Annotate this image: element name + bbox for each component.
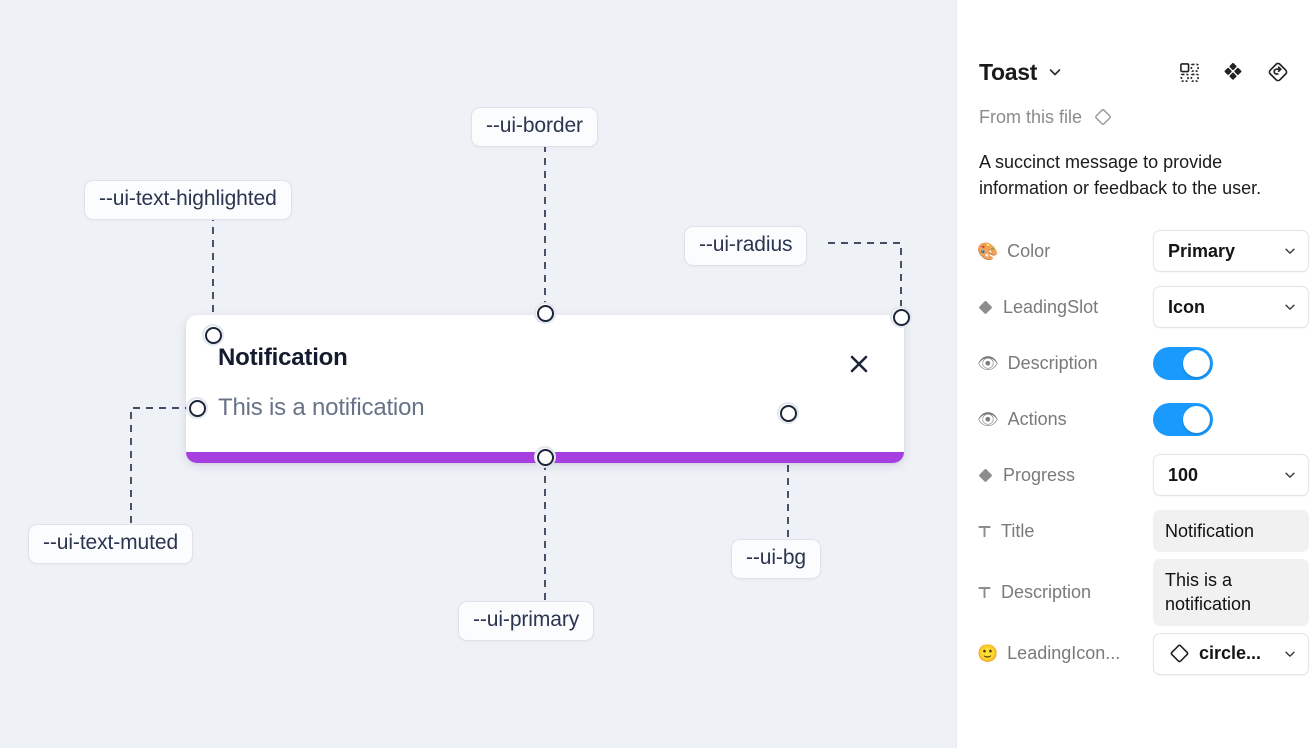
header-icon-group [1179,60,1290,84]
annotation-ui-bg[interactable]: --ui-bg [731,539,821,579]
property-label-text: Title [1001,520,1035,541]
eye-emoji: 👁 [977,353,999,373]
handle-ui-radius[interactable] [890,306,912,328]
property-row-leadingicon: 🙂 LeadingIcon... circle... [977,626,1309,682]
panel-header: Toast [957,0,1312,92]
property-label-description-text: Description [977,582,1153,603]
handle-ui-text-muted[interactable] [186,397,208,419]
handle-ui-primary[interactable] [534,446,556,468]
design-canvas[interactable]: Notification This is a notification --ui… [0,0,956,748]
diamond-filled-icon [977,467,994,484]
toast-description: This is a notification [218,394,425,421]
property-label-text: Color [1007,240,1051,261]
property-label-text: Description [1001,581,1092,602]
property-label-actions-visibility: 👁 Actions [977,409,1153,430]
property-label-description-visibility: 👁 Description [977,353,1153,374]
property-label-leadingslot: LeadingSlot [977,297,1153,318]
toast-title: Notification [218,344,348,371]
chevron-down-icon[interactable] [1047,64,1063,80]
toast-component-preview[interactable]: Notification This is a notification [186,315,904,463]
component-description: A succinct message to provide informatio… [979,152,1262,198]
text-icon [977,524,992,539]
leadingslot-select-value: Icon [1168,296,1206,317]
property-label-text: LeadingIcon... [1007,643,1121,664]
diamond-icon [1168,642,1191,665]
component-icon[interactable] [1222,61,1244,83]
actions-toggle[interactable] [1153,402,1213,436]
leadingslot-select[interactable]: Icon [1153,286,1309,329]
properties-list: 🎨 Color Primary [957,201,1312,682]
property-label-color: 🎨 Color [977,241,1153,262]
color-select[interactable]: Primary [1153,230,1309,273]
leadingicon-select[interactable]: circle... [1153,632,1309,675]
chevron-down-icon [1283,244,1297,258]
property-label-title: Title [977,521,1153,542]
smiley-emoji: 🙂 [977,644,999,664]
chevron-down-icon [1283,300,1297,314]
properties-panel: Toast [956,0,1312,748]
property-row-title: Title Notification [977,503,1309,559]
property-label-leadingicon: 🙂 LeadingIcon... [977,643,1153,664]
property-label-progress: Progress [977,465,1153,486]
palette-emoji: 🎨 [977,241,999,261]
chevron-down-icon [1283,647,1297,661]
handle-ui-text-highlighted[interactable] [202,324,224,346]
property-row-description-text: Description This is a notification [977,559,1309,626]
annotation-ui-border[interactable]: --ui-border [471,107,598,147]
page-title: Toast [979,58,1038,85]
eye-emoji: 👁 [977,409,999,429]
description-toggle[interactable] [1153,346,1213,380]
property-row-description-visibility: 👁 Description [977,335,1292,391]
close-icon[interactable] [846,351,872,377]
from-this-file-row: From this file [957,92,1312,128]
chevron-down-icon [1283,468,1297,482]
title-input[interactable]: Notification [1153,509,1309,553]
handle-ui-border[interactable] [534,302,556,324]
handle-ui-bg[interactable] [777,402,799,424]
diamond-filled-icon [977,299,994,316]
property-label-text: Progress [1003,464,1076,485]
annotation-ui-text-muted[interactable]: --ui-text-muted [28,524,194,564]
property-row-leadingslot: LeadingSlot Icon [977,279,1309,335]
property-label-text: Description [1007,352,1098,373]
property-label-text: Actions [1007,408,1067,429]
annotation-ui-radius[interactable]: --ui-radius [684,226,808,266]
property-label-text: LeadingSlot [1003,296,1099,317]
leadingicon-select-value: circle... [1199,643,1262,664]
from-this-file-label: From this file [979,106,1083,127]
progress-select-value: 100 [1168,464,1199,485]
description-input[interactable]: This is a notification [1153,559,1309,626]
annotation-ui-text-highlighted[interactable]: --ui-text-highlighted [84,180,292,220]
property-row-progress: Progress 100 [977,447,1309,503]
progress-select[interactable]: 100 [1153,454,1309,497]
color-select-value: Primary [1168,240,1236,261]
detach-instance-icon[interactable] [1179,62,1200,83]
property-row-actions-visibility: 👁 Actions [977,391,1292,447]
annotation-ui-primary[interactable]: --ui-primary [458,601,595,641]
text-icon [977,585,992,600]
diamond-icon[interactable] [1092,106,1114,128]
reset-instance-icon[interactable] [1266,60,1290,84]
property-row-color: 🎨 Color Primary [977,223,1309,279]
